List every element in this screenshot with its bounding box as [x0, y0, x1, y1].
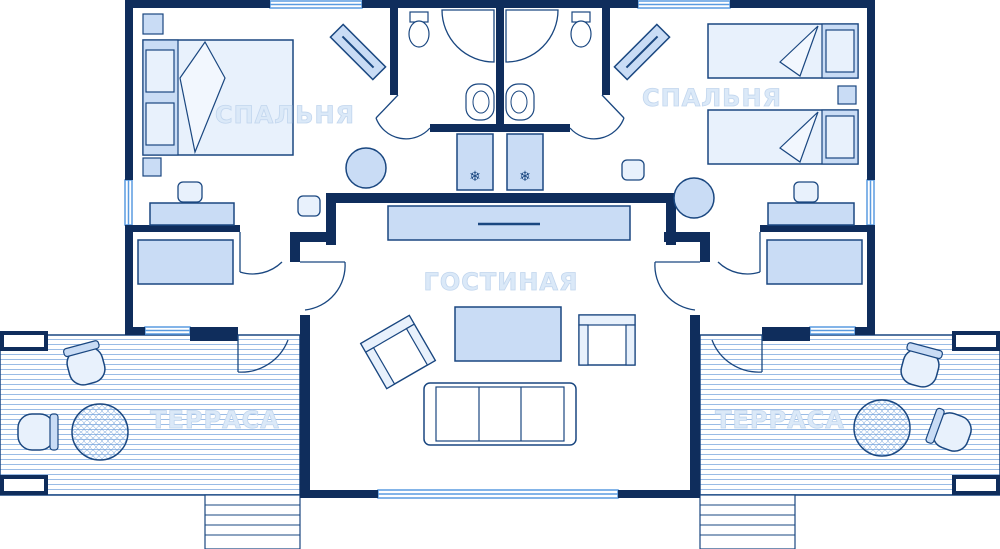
- armchair: [578, 314, 636, 366]
- chair: [793, 181, 819, 203]
- walls: [125, 0, 875, 498]
- terrace-right: ТЕРРАСА: [699, 331, 1000, 549]
- bedroom-label-right: СПАЛЬНЯ: [642, 84, 782, 112]
- twin-bed: [707, 23, 859, 79]
- terrace-left: ТЕРРАСА: [0, 331, 301, 549]
- tv-console: [387, 205, 631, 241]
- nightstand: [142, 13, 164, 35]
- bathrooms: ❄ ❄: [408, 9, 592, 191]
- chair: [297, 195, 321, 217]
- door: [375, 94, 431, 140]
- wardrobe: [137, 239, 234, 285]
- chair: [177, 181, 203, 203]
- bedroom-right: СПАЛЬНЯ: [613, 23, 863, 285]
- window: [124, 179, 133, 226]
- door: [237, 335, 289, 373]
- chair: [621, 159, 645, 181]
- tv-wall-unit: [613, 23, 671, 81]
- coffee-table: [454, 306, 562, 362]
- toilet: [408, 11, 430, 48]
- terrace-label-left: ТЕРРАСА: [150, 406, 280, 434]
- corner-shower: [505, 9, 559, 63]
- terrace-label-right: ТЕРРАСА: [715, 406, 845, 434]
- sink: [505, 83, 535, 121]
- terrace-steps-right: [699, 494, 796, 549]
- tv-wall-unit: [329, 23, 387, 81]
- window: [866, 179, 875, 226]
- nightstand: [142, 157, 162, 177]
- desk: [767, 202, 855, 226]
- lounge-chair: [62, 340, 106, 386]
- lounge-chair: [900, 342, 944, 388]
- nightstand: [837, 85, 857, 105]
- door: [300, 261, 346, 311]
- door: [717, 232, 761, 275]
- bedroom-left: СПАЛЬНЯ: [137, 13, 387, 285]
- window: [809, 326, 856, 335]
- window: [269, 0, 363, 9]
- doors: [237, 94, 763, 373]
- double-bed: [142, 39, 294, 156]
- window: [144, 326, 191, 335]
- door: [654, 261, 700, 311]
- corner-shower: [441, 9, 495, 63]
- sink: [465, 83, 495, 121]
- window: [377, 489, 619, 499]
- living-room: ГОСТИНАЯ: [359, 205, 636, 446]
- sofa: [423, 382, 577, 446]
- door: [711, 335, 763, 373]
- snowflake-icon: ❄: [519, 169, 531, 185]
- fridge: ❄: [456, 133, 494, 191]
- wardrobe: [766, 239, 863, 285]
- snowflake-icon: ❄: [469, 169, 481, 185]
- bedroom-label-left: СПАЛЬНЯ: [215, 101, 355, 129]
- round-table: [673, 177, 715, 219]
- living-room-label: ГОСТИНАЯ: [424, 268, 579, 296]
- armchair: [359, 314, 437, 390]
- twin-bed: [707, 109, 859, 165]
- terrace-steps-left: [204, 494, 301, 549]
- desk: [149, 202, 235, 226]
- door: [239, 232, 283, 275]
- fridge: ❄: [506, 133, 544, 191]
- terrace-table-right: [853, 399, 911, 457]
- toilet: [570, 11, 592, 48]
- round-table: [345, 147, 387, 189]
- terrace-table-left: [71, 403, 129, 461]
- lounge-chair: [925, 407, 972, 452]
- lounge-chair: [17, 413, 59, 451]
- door: [569, 94, 625, 140]
- window: [637, 0, 731, 9]
